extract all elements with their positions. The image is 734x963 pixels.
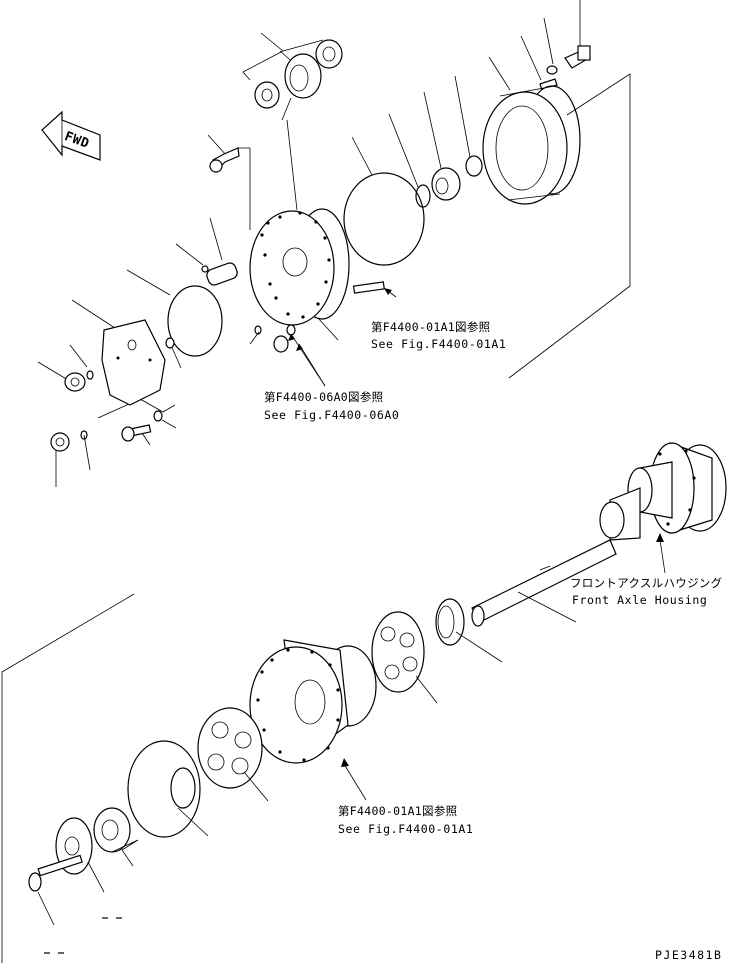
planet-carrier-lower	[197, 707, 263, 789]
collar-leader	[455, 631, 503, 663]
plug-carrier	[254, 324, 296, 353]
o-ring-large	[343, 172, 425, 266]
lock-washer	[546, 65, 558, 75]
reference-c-jp: 第F4400-01A1図参照	[338, 804, 458, 818]
cover-plate	[101, 319, 166, 406]
housing-label-jp: フロントアクスルハウジング	[570, 576, 723, 590]
planet-carrier-housing	[249, 208, 350, 326]
axle-shaft	[471, 539, 617, 627]
dash-marks	[44, 917, 122, 954]
planet-leader	[415, 675, 438, 704]
reference-b-en: See Fig.F4400-06A0	[264, 408, 400, 422]
needle-bearing	[431, 155, 483, 201]
cover-bolt	[121, 424, 152, 442]
thrust-washer	[93, 807, 131, 853]
lock-plate	[539, 78, 558, 91]
reference-b-jp: 第F4400-06A0図参照	[264, 390, 384, 404]
leader-lines-upper	[37, 0, 581, 487]
ring-gear	[482, 85, 581, 205]
washer-leader	[111, 839, 139, 867]
housing-arrow-icon	[656, 533, 664, 542]
reference-c-en: See Fig.F4400-01A1	[338, 822, 474, 836]
reference-a-en: See Fig.F4400-01A1	[371, 337, 507, 351]
plug	[165, 337, 175, 349]
wheel-hub	[249, 639, 377, 764]
housing-leader	[659, 539, 666, 574]
ring-gear-leader	[508, 73, 631, 379]
drain-plug	[64, 372, 86, 392]
end-plate-leader	[87, 861, 105, 893]
housing-label-en: Front Axle Housing	[572, 593, 708, 607]
level-plug	[50, 432, 70, 452]
sun-gear-leader	[177, 807, 209, 837]
small-ball	[201, 265, 209, 273]
pin	[206, 262, 238, 286]
planet-gear-set	[371, 611, 425, 693]
bearing-pair	[254, 39, 343, 109]
stud-bolt	[352, 281, 385, 294]
hub-arrow-icon	[341, 758, 349, 767]
fwd-arrow-icon	[41, 110, 101, 161]
reference-a-jp: 第F4400-01A1図参照	[371, 320, 491, 334]
bolt-leader	[37, 891, 55, 926]
bolt-upper-left	[209, 147, 240, 173]
hub-ref-leader	[343, 763, 367, 801]
front-axle-housing	[599, 442, 727, 541]
stud-arrow-icon	[384, 288, 392, 295]
carrier-lower-leader	[243, 771, 269, 802]
small-o-ring-2	[80, 430, 88, 440]
drawing-code: PJE3481B	[655, 948, 723, 962]
ref-b-arrows	[288, 333, 326, 387]
washer-cover	[153, 410, 163, 422]
bolt-top	[564, 45, 591, 69]
small-o-ring-1	[86, 370, 94, 380]
shaft-leader	[517, 591, 577, 623]
sun-gear-plate	[127, 740, 201, 838]
o-ring-cover	[167, 285, 223, 357]
spacer-collar	[435, 598, 465, 646]
lower-boundary-line	[1, 593, 135, 963]
long-bolt	[28, 854, 83, 892]
